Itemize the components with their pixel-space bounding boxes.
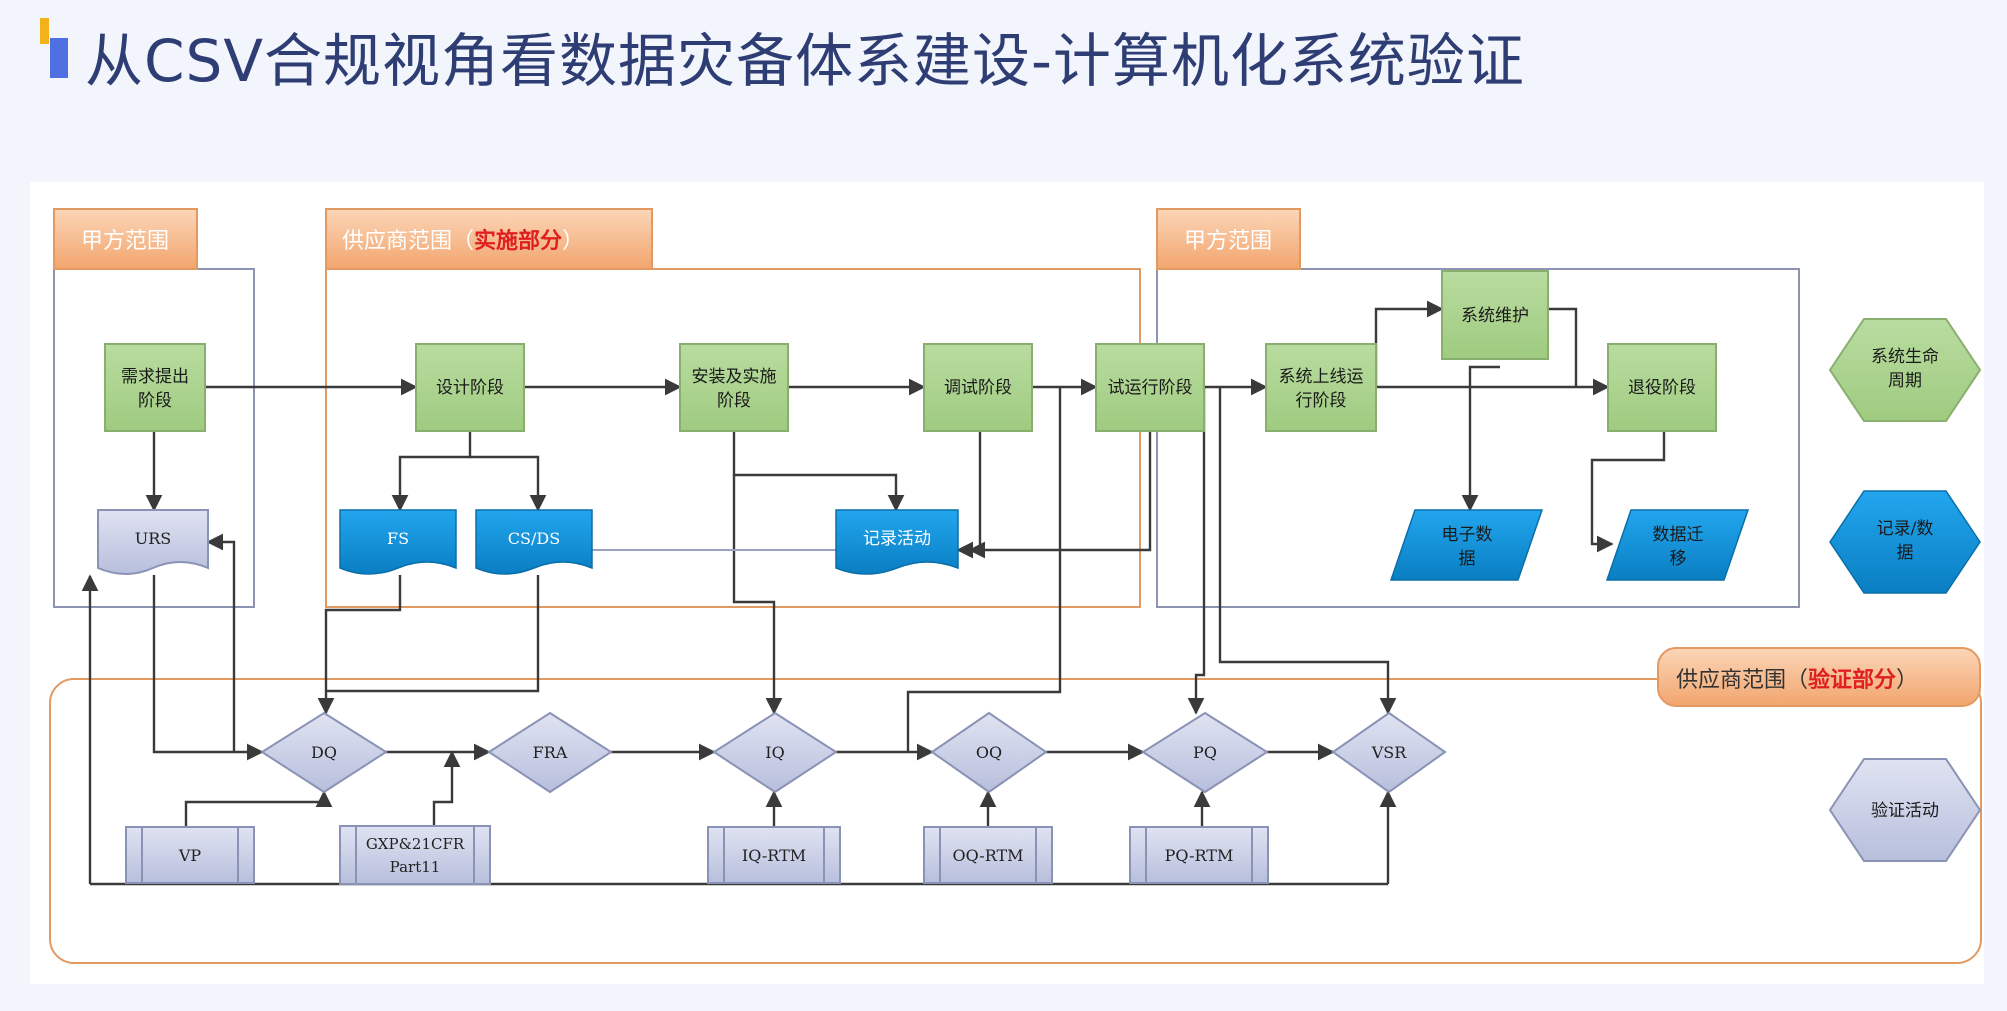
svg-text:VP: VP bbox=[178, 846, 202, 865]
process-box-oq-rtm: OQ-RTM bbox=[923, 826, 1053, 884]
svg-text:据: 据 bbox=[1897, 543, 1914, 563]
process-box-vp: VP bbox=[125, 826, 255, 884]
svg-text:FRA: FRA bbox=[533, 743, 568, 762]
svg-text:系统维护: 系统维护 bbox=[1461, 306, 1529, 326]
svg-text:据: 据 bbox=[1459, 549, 1476, 569]
legend-validation-activity: 验证活动 bbox=[1828, 758, 1982, 862]
svg-text:试运行阶段: 试运行阶段 bbox=[1108, 378, 1193, 398]
document-fs: FS bbox=[339, 509, 457, 575]
scope-label-supplier-validation: 供应商范围（验证部分） bbox=[1676, 667, 1918, 693]
document-urs: URS bbox=[97, 509, 209, 575]
scope-label-supplier-impl: 供应商范围（实施部分） bbox=[342, 228, 584, 254]
svg-text:系统生命: 系统生命 bbox=[1871, 347, 1939, 367]
svg-text:移: 移 bbox=[1670, 549, 1687, 569]
data-node-migration: 数据迁 移 bbox=[1605, 509, 1750, 581]
validation-node-vsr: VSR bbox=[1331, 711, 1447, 794]
svg-text:电子数: 电子数 bbox=[1442, 525, 1493, 545]
svg-text:阶段: 阶段 bbox=[717, 391, 751, 411]
svg-text:设计阶段: 设计阶段 bbox=[436, 378, 504, 398]
scope-tab-client-left bbox=[53, 208, 198, 270]
validation-node-fra: FRA bbox=[487, 711, 613, 794]
svg-text:OQ-RTM: OQ-RTM bbox=[952, 846, 1023, 865]
svg-text:IQ: IQ bbox=[765, 743, 784, 762]
process-box-iq-rtm: IQ-RTM bbox=[707, 826, 841, 884]
scope-label-client-left: 甲方范围 bbox=[81, 229, 169, 254]
svg-text:需求提出: 需求提出 bbox=[121, 367, 189, 387]
csv-flow-diagram: 甲方范围 供应商范围（实施部分） 甲方范围 供应商范围（验证部分） bbox=[30, 182, 1984, 984]
validation-node-pq: PQ bbox=[1141, 711, 1269, 794]
scope-frame-client-right bbox=[1156, 268, 1800, 608]
title-accent-yellow bbox=[40, 18, 49, 44]
title-accent-blue bbox=[50, 38, 68, 78]
svg-text:验证活动: 验证活动 bbox=[1871, 801, 1939, 821]
scope-tab-supplier-validation bbox=[1657, 647, 1981, 707]
svg-text:数据迁: 数据迁 bbox=[1653, 525, 1704, 545]
process-box-pq-rtm: PQ-RTM bbox=[1129, 826, 1269, 884]
svg-text:OQ: OQ bbox=[976, 743, 1002, 762]
process-node-requirements: 需求提出 阶段 bbox=[104, 343, 206, 432]
svg-text:调试阶段: 调试阶段 bbox=[944, 378, 1012, 398]
connectors bbox=[81, 300, 1666, 886]
svg-text:VSR: VSR bbox=[1371, 743, 1408, 762]
validation-node-oq: OQ bbox=[930, 711, 1048, 794]
svg-text:DQ: DQ bbox=[311, 743, 337, 762]
svg-text:行阶段: 行阶段 bbox=[1296, 391, 1347, 411]
scope-frame-supplier-validation bbox=[49, 678, 1982, 964]
validation-node-iq: IQ bbox=[712, 711, 838, 794]
validation-node-dq: DQ bbox=[260, 711, 388, 794]
scope-tab-supplier-impl bbox=[325, 208, 653, 270]
svg-text:记录/数: 记录/数 bbox=[1877, 519, 1934, 539]
process-node-trial: 试运行阶段 bbox=[1095, 343, 1205, 432]
process-node-online: 系统上线运 行阶段 bbox=[1265, 343, 1377, 432]
svg-text:周期: 周期 bbox=[1888, 371, 1922, 391]
process-node-retire: 退役阶段 bbox=[1607, 343, 1717, 432]
svg-text:IQ-RTM: IQ-RTM bbox=[742, 846, 806, 865]
svg-text:FS: FS bbox=[387, 529, 409, 548]
scope-frame-supplier-impl bbox=[325, 268, 1141, 608]
svg-text:Part11: Part11 bbox=[390, 858, 441, 876]
svg-text:退役阶段: 退役阶段 bbox=[1628, 378, 1696, 398]
legend-lifecycle: 系统生命 周期 bbox=[1828, 318, 1982, 422]
page-title: 从CSV合规视角看数据灾备体系建设-计算机化系统验证 bbox=[85, 27, 1525, 95]
svg-text:GXP&21CFR: GXP&21CFR bbox=[366, 835, 465, 853]
svg-text:PQ: PQ bbox=[1193, 743, 1217, 762]
process-node-debug: 调试阶段 bbox=[923, 343, 1033, 432]
svg-text:阶段: 阶段 bbox=[138, 391, 172, 411]
svg-text:PQ-RTM: PQ-RTM bbox=[1165, 846, 1234, 865]
svg-text:CS/DS: CS/DS bbox=[508, 529, 560, 548]
document-csds: CS/DS bbox=[475, 509, 593, 575]
process-node-maintenance: 系统维护 bbox=[1441, 270, 1549, 360]
scope-tab-client-right bbox=[1156, 208, 1301, 270]
document-record-activity: 记录活动 bbox=[835, 509, 959, 575]
svg-text:记录活动: 记录活动 bbox=[863, 529, 931, 549]
legend-records-data: 记录/数 据 bbox=[1829, 490, 1981, 594]
process-node-design: 设计阶段 bbox=[415, 343, 525, 432]
process-box-gxp: GXP&21CFR Part11 bbox=[339, 825, 491, 885]
scope-label-client-right: 甲方范围 bbox=[1184, 229, 1272, 254]
data-node-electronic-data: 电子数 据 bbox=[1389, 509, 1544, 581]
process-node-install: 安装及实施 阶段 bbox=[679, 343, 789, 432]
svg-text:URS: URS bbox=[135, 529, 172, 548]
svg-text:安装及实施: 安装及实施 bbox=[692, 367, 777, 387]
svg-text:系统上线运: 系统上线运 bbox=[1279, 367, 1364, 387]
